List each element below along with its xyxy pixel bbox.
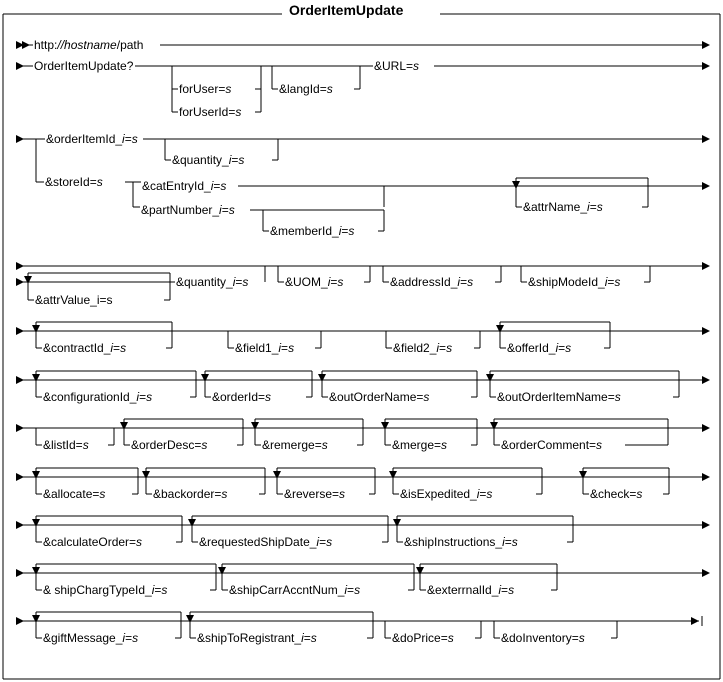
- attrvalue-item: &attrValue_i=s: [35, 293, 113, 307]
- langid-item: &langId=s: [279, 82, 333, 96]
- addressid-item: &addressId_i=s: [390, 275, 473, 289]
- listid-item: &listId=s: [43, 438, 89, 452]
- outorderitemname-item: &outOrderItemName=s: [497, 390, 621, 404]
- configurationid-item: &configurationId_i=s: [43, 390, 152, 404]
- shipinstructions-item: &shipInstructions_i=s: [404, 535, 518, 549]
- attrname-item: &attrName_i=s: [523, 200, 603, 214]
- row-calculate-lines: [16, 515, 710, 543]
- diagram-title: OrderItemUpdate: [289, 2, 404, 18]
- isexpedited-item: &isExpedited_i=s: [400, 487, 492, 501]
- storeid-item: &storeId=s: [45, 175, 103, 189]
- foruser-item: forUser=s: [179, 82, 231, 96]
- doprice-item: &doPrice=s: [392, 631, 454, 645]
- row-attrvalue-lines: [16, 262, 710, 301]
- check-item: &check=s: [590, 487, 642, 501]
- exterrnalid-item: &exterrnalId_i=s: [427, 583, 514, 597]
- row-shipcharg-lines: [16, 563, 710, 591]
- url-path: /path: [117, 38, 144, 52]
- requestedshipdate-item: &requestedShipDate_i=s: [199, 535, 332, 549]
- ordercomment-item: &orderComment=s: [501, 438, 602, 452]
- row-contract-lines: [16, 321, 710, 349]
- row-configuration-lines: [16, 370, 710, 398]
- orderitemid-item: &orderItemId_i=s: [46, 132, 138, 146]
- quantity-item-a: &quantity_i=s: [172, 153, 244, 167]
- url-prefix: http:: [34, 38, 57, 52]
- doinventory-item: &doInventory=s: [501, 631, 585, 645]
- partnumber-item: &partNumber_i=s: [141, 203, 235, 217]
- url-sep: //: [56, 38, 65, 52]
- remerge-item: &remerge=s: [262, 438, 328, 452]
- orderid-item: &orderId=s: [212, 390, 271, 404]
- row-command-lines: [16, 62, 710, 113]
- diagram-border: [2, 13, 721, 680]
- row-url: [16, 41, 710, 49]
- row-list-lines: [16, 418, 710, 446]
- calculateorder-item: &calculateOrder=s: [43, 535, 142, 549]
- giftmessage-item: &giftMessage_i=s: [43, 631, 138, 645]
- command-terminal-text: OrderItemUpdate?: [34, 59, 134, 73]
- field2-item: &field2_i=s: [393, 341, 452, 355]
- reverse-item: &reverse=s: [284, 487, 345, 501]
- shipcarraccntnum-item: &shipCarrAccntNum_i=s: [229, 583, 360, 597]
- url-host: hostname: [64, 38, 117, 52]
- memberid-item: &memberId_i=s: [270, 224, 354, 238]
- shipchargtypeid-item: & shipChargTypeId_i=s: [43, 583, 167, 597]
- foruserid-item: forUserId=s: [179, 105, 241, 119]
- shipmodeid-item: &shipModeId_i=s: [528, 275, 620, 289]
- url-terminal-text: http://hostname/path: [34, 38, 143, 52]
- field1-item: &field1_i=s: [235, 341, 294, 355]
- allocate-item: &allocate=s: [43, 487, 105, 501]
- contractid-item: &contractId_i=s: [43, 341, 126, 355]
- uom-item: &UOM_i=s: [285, 275, 343, 289]
- offerid-item: &offerId_i=s: [507, 341, 571, 355]
- backorder-item: &backorder=s: [153, 487, 227, 501]
- merge-item: &merge=s: [392, 438, 447, 452]
- orderdesc-item: &orderDesc=s: [131, 438, 207, 452]
- outordername-item: &outOrderName=s: [329, 390, 429, 404]
- catentryid-item: &catEntryId_i=s: [142, 179, 226, 193]
- row-orderitemid-lines: [16, 135, 710, 232]
- quantity-item-b: &quantity_i=s: [176, 275, 248, 289]
- row-gift-lines: [16, 611, 703, 639]
- row-allocate-lines: [16, 467, 710, 495]
- shiptoregistrant-item: &shipToRegistrant_i=s: [197, 631, 317, 645]
- url-param-item: &URL=s: [374, 59, 419, 73]
